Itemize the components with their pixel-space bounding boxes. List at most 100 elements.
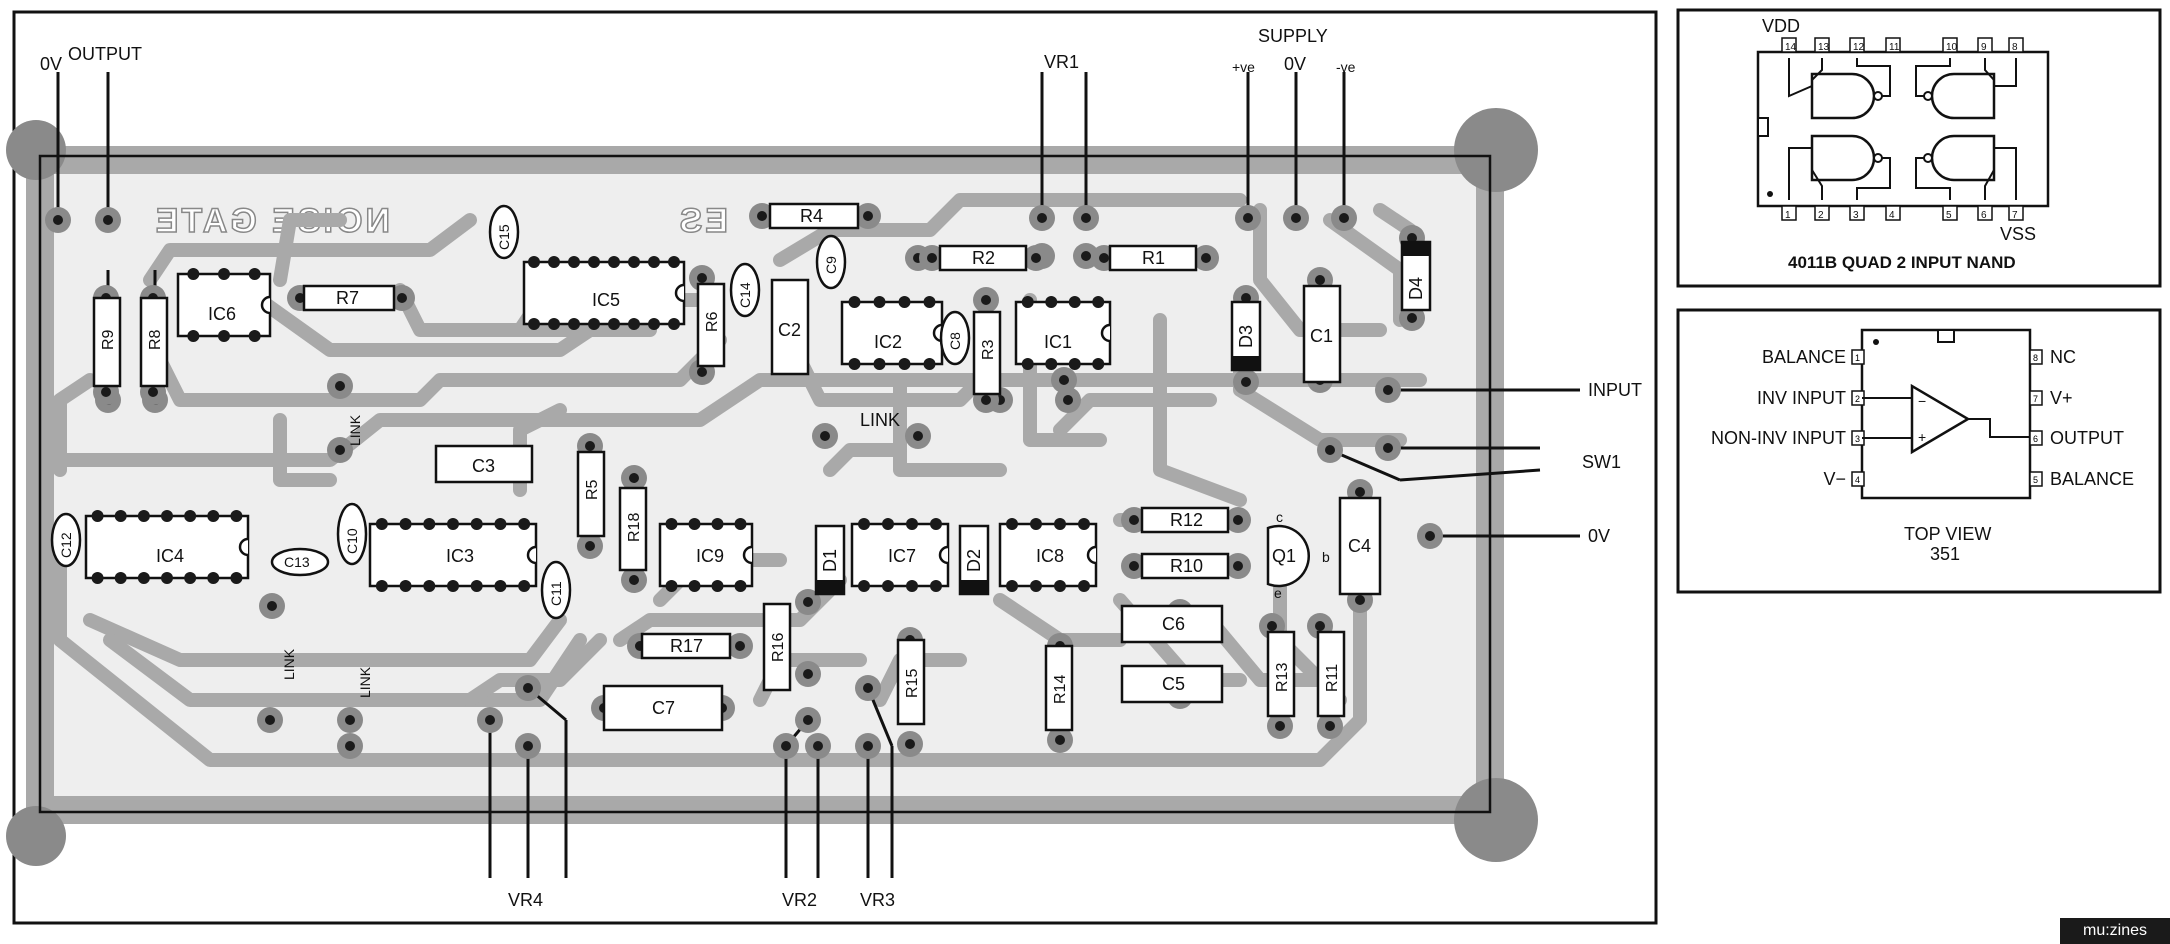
pin-6: 6 bbox=[1977, 205, 1993, 221]
conn-minus-ve-label: -ve bbox=[1336, 59, 1356, 75]
chip-ic2: IC2 bbox=[840, 296, 944, 370]
capacitor-c7: C7 bbox=[602, 684, 724, 732]
conn-supply-label: SUPPLY bbox=[1258, 26, 1328, 46]
link-label: LINK bbox=[281, 648, 297, 680]
pin-1: 1 bbox=[1781, 205, 1797, 221]
svg-text:C6: C6 bbox=[1162, 614, 1185, 634]
svg-text:C2: C2 bbox=[778, 320, 801, 340]
svg-text:C15: C15 bbox=[496, 224, 512, 250]
capacitor-c14: C14 bbox=[729, 262, 761, 318]
ic3-label: IC3 bbox=[446, 546, 474, 566]
svg-text:8: 8 bbox=[2012, 42, 2018, 53]
pin-2: 2 bbox=[1814, 205, 1830, 221]
svg-text:3: 3 bbox=[1855, 434, 1860, 444]
capacitor-c2: C2 bbox=[770, 278, 810, 376]
capacitor-c15: C15 bbox=[488, 204, 520, 260]
svg-text:1: 1 bbox=[1855, 353, 1860, 363]
svg-text:5: 5 bbox=[1946, 210, 1952, 221]
svg-text:INV INPUT: INV INPUT bbox=[1757, 388, 1846, 408]
svg-text:8: 8 bbox=[2033, 353, 2038, 363]
resistor-r15: R15 bbox=[896, 638, 926, 726]
svg-text:7: 7 bbox=[2033, 394, 2038, 404]
svg-text:11: 11 bbox=[1889, 42, 1900, 53]
svg-text:10: 10 bbox=[1946, 42, 1958, 53]
svg-text:12: 12 bbox=[1853, 42, 1865, 53]
ic4-label: IC4 bbox=[156, 546, 184, 566]
chip-ic1: IC1 bbox=[1014, 296, 1112, 370]
svg-text:D1: D1 bbox=[820, 549, 840, 572]
transistor-q1: Q1 c e b bbox=[1266, 509, 1330, 601]
svg-text:R1: R1 bbox=[1142, 248, 1165, 268]
capacitor-c6: C6 bbox=[1120, 604, 1224, 644]
svg-text:C10: C10 bbox=[344, 528, 360, 554]
link-label: LINK bbox=[357, 666, 373, 698]
board-code-mirrored: ES bbox=[676, 201, 729, 241]
svg-text:C14: C14 bbox=[737, 282, 753, 308]
board-code-text: ES bbox=[677, 202, 728, 240]
diode-d4: D4 bbox=[1400, 240, 1432, 312]
svg-text:3: 3 bbox=[1853, 210, 1859, 221]
svg-text:NON-INV INPUT: NON-INV INPUT bbox=[1711, 428, 1846, 448]
capacitor-c11: C11 bbox=[540, 560, 572, 620]
svg-text:6: 6 bbox=[2033, 434, 2038, 444]
svg-text:R15: R15 bbox=[904, 669, 921, 698]
ic2-label: IC2 bbox=[874, 332, 902, 352]
pin-left-4: 4V− bbox=[1823, 469, 1865, 489]
link-label: LINK bbox=[860, 410, 900, 430]
svg-text:14: 14 bbox=[1785, 42, 1797, 53]
svg-text:C8: C8 bbox=[947, 332, 963, 350]
svg-text:e: e bbox=[1274, 585, 1282, 601]
svg-text:C1: C1 bbox=[1310, 326, 1333, 346]
resistor-r16: R16 bbox=[762, 602, 792, 692]
link-label: LINK bbox=[347, 414, 363, 446]
chip-351-part-label: 351 bbox=[1930, 544, 1960, 564]
capacitor-c5: C5 bbox=[1120, 664, 1224, 704]
ic8-label: IC8 bbox=[1036, 546, 1064, 566]
svg-text:9: 9 bbox=[1981, 42, 1987, 53]
svg-text:2: 2 bbox=[1818, 210, 1824, 221]
ic7-label: IC7 bbox=[888, 546, 916, 566]
conn-0v-left-label: 0V bbox=[40, 54, 62, 74]
pcb-panel: NOISE GATE ES bbox=[6, 10, 1658, 925]
svg-text:R16: R16 bbox=[770, 633, 787, 662]
pin-13: 13 bbox=[1814, 37, 1830, 53]
board-name-mirrored: NOISE GATE bbox=[152, 201, 391, 241]
conn-output-label: OUTPUT bbox=[68, 44, 142, 64]
resistor-r14: R14 bbox=[1044, 644, 1074, 732]
svg-text:NC: NC bbox=[2050, 347, 2076, 367]
svg-text:7: 7 bbox=[2012, 210, 2018, 221]
top-view-label: TOP VIEW bbox=[1904, 524, 1991, 544]
svg-text:R5: R5 bbox=[584, 479, 601, 500]
svg-text:V−: V− bbox=[1823, 469, 1846, 489]
resistor-r10: R10 bbox=[1140, 552, 1230, 580]
svg-text:R14: R14 bbox=[1052, 675, 1069, 704]
svg-text:2: 2 bbox=[1855, 394, 1860, 404]
svg-text:R4: R4 bbox=[800, 206, 823, 226]
resistor-r3: R3 bbox=[972, 310, 1002, 396]
capacitor-c3: C3 bbox=[434, 444, 534, 484]
capacitor-c4: C4 bbox=[1338, 496, 1382, 596]
diode-d3: D3 bbox=[1230, 300, 1262, 372]
pin-11: 11 bbox=[1885, 37, 1901, 53]
pin-right-2: 7 V+ bbox=[2029, 388, 2073, 408]
chip-4011-title: 4011B QUAD 2 INPUT NAND bbox=[1788, 253, 2016, 272]
svg-text:BALANCE: BALANCE bbox=[1762, 347, 1846, 367]
resistor-r13: R13 bbox=[1266, 630, 1296, 718]
svg-text:V+: V+ bbox=[2050, 388, 2073, 408]
svg-text:R9: R9 bbox=[100, 329, 117, 350]
svg-text:C3: C3 bbox=[472, 456, 495, 476]
svg-text:13: 13 bbox=[1818, 42, 1830, 53]
svg-text:5: 5 bbox=[2033, 475, 2038, 485]
ic5-label: IC5 bbox=[592, 290, 620, 310]
resistor-r12: R12 bbox=[1140, 506, 1230, 534]
svg-text:R18: R18 bbox=[626, 513, 643, 542]
ic1-label: IC1 bbox=[1044, 332, 1072, 352]
capacitor-c12: C12 bbox=[50, 512, 82, 568]
diode-d1: D1 bbox=[814, 524, 846, 596]
muzines-watermark: mu:zines bbox=[2060, 918, 2170, 944]
resistor-r2: R2 bbox=[938, 244, 1028, 272]
svg-text:R3: R3 bbox=[980, 339, 997, 360]
